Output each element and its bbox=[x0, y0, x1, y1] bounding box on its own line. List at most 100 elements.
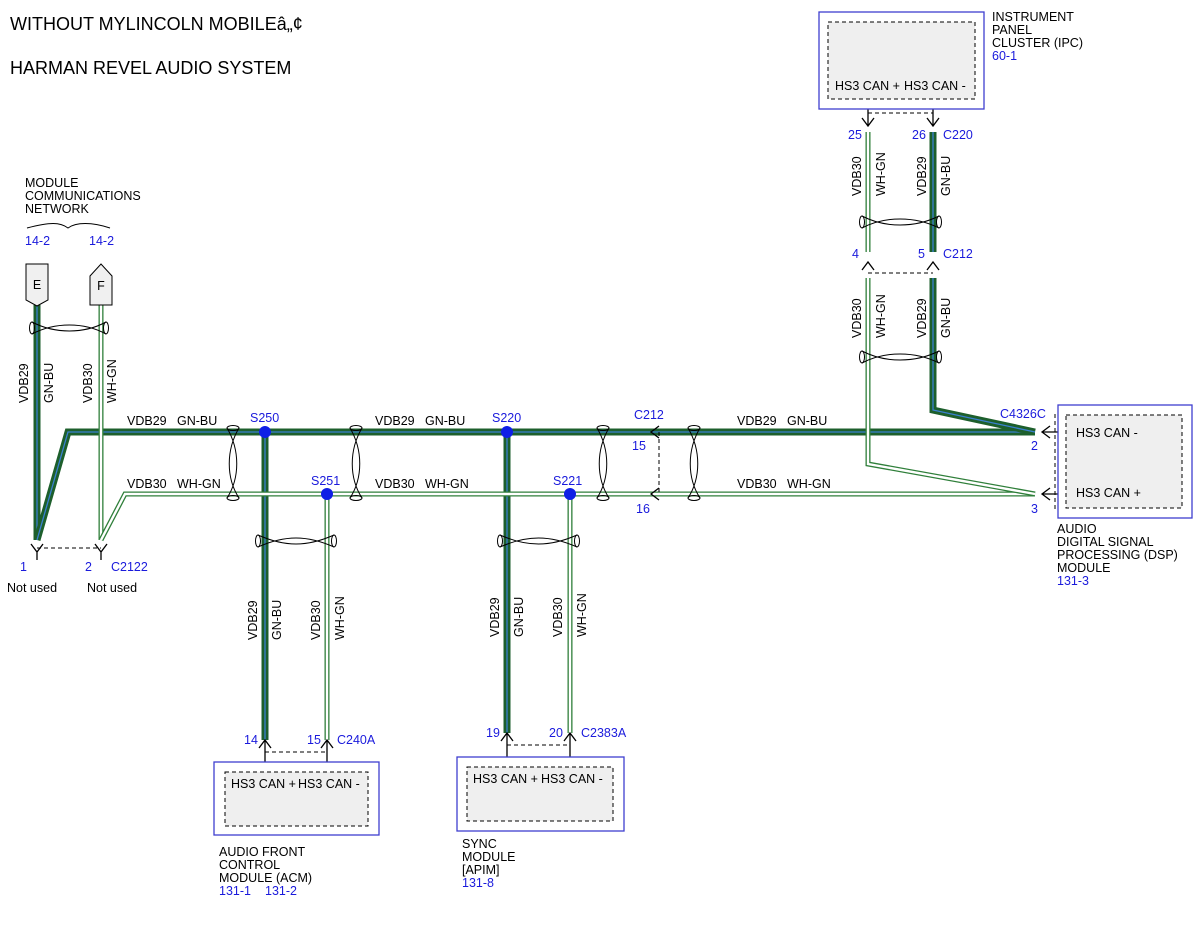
network-wire-e-color: GN-BU bbox=[42, 363, 56, 403]
splice-s250-label: S250 bbox=[250, 411, 279, 425]
c240a-pin15: 15 bbox=[307, 733, 321, 747]
bus-minus-color-1: WH-GN bbox=[177, 477, 221, 491]
acm-ref-2[interactable]: 131-2 bbox=[265, 884, 297, 898]
sync-pin-plus-label: HS3 CAN + bbox=[473, 772, 538, 786]
arrow-c2122-pin2 bbox=[94, 543, 108, 560]
network-ref-f[interactable]: 14-2 bbox=[89, 234, 114, 248]
wire-whgn-ipc-lower[interactable] bbox=[865, 278, 1036, 497]
connector-f-label: F bbox=[97, 279, 105, 293]
acm-wire-left-color: GN-BU bbox=[270, 600, 284, 640]
bus-minus-circuit-3: VDB30 bbox=[737, 477, 777, 491]
splice-s220-label: S220 bbox=[492, 411, 521, 425]
wire-whgn-bus[interactable] bbox=[98, 491, 1035, 542]
c212-ipc-pin5: 5 bbox=[918, 247, 925, 261]
arrow-c212-pin15 bbox=[649, 425, 660, 439]
splice-s221[interactable] bbox=[564, 488, 576, 500]
c220-pin26: 26 bbox=[912, 128, 926, 142]
twist-marker-network bbox=[29, 321, 109, 335]
diagram-title: WITHOUT MYLINCOLN MOBILEâ„¢ bbox=[10, 14, 303, 34]
splice-s220[interactable] bbox=[501, 426, 513, 438]
ipc-module[interactable]: HS3 CAN + HS3 CAN - bbox=[818, 11, 985, 110]
splice-s251[interactable] bbox=[321, 488, 333, 500]
arrow-c212-pin5 bbox=[926, 260, 940, 271]
ipc-lower-wire-left-circuit: VDB30 bbox=[850, 298, 864, 338]
bus-minus-color-3: WH-GN bbox=[787, 477, 831, 491]
gnbu-wires bbox=[33, 132, 1036, 740]
c4326c-connector[interactable]: C4326C bbox=[1000, 407, 1046, 421]
twist-marker-ipc-lower bbox=[859, 350, 942, 364]
sync-pin-minus-label: HS3 CAN - bbox=[541, 772, 603, 786]
arrow-c212-pin4 bbox=[861, 260, 875, 271]
bus-plus-circuit-3: VDB29 bbox=[737, 414, 777, 428]
c240a-pin14: 14 bbox=[244, 733, 258, 747]
twist-marker-ipc-upper bbox=[859, 215, 942, 229]
c2122-connector[interactable]: C2122 bbox=[111, 560, 148, 574]
acm-wire-right-circuit: VDB30 bbox=[309, 600, 323, 640]
c2383a-pin20: 20 bbox=[549, 726, 563, 740]
acm-ref-1[interactable]: 131-1 bbox=[219, 884, 251, 898]
bus-plus-color-1: GN-BU bbox=[177, 414, 217, 428]
c2122-pin1-note: Not used bbox=[7, 581, 57, 595]
network-label-2: COMMUNICATIONS bbox=[25, 189, 141, 203]
network-connector-e[interactable]: E bbox=[25, 263, 49, 307]
twist-marker-bus-4 bbox=[687, 425, 701, 501]
sync-wire-left-color: GN-BU bbox=[512, 597, 526, 637]
network-wire-f-circuit: VDB30 bbox=[81, 363, 95, 403]
c212-inline-connector[interactable]: C212 bbox=[634, 408, 664, 422]
dsp-module[interactable]: HS3 CAN - HS3 CAN + bbox=[1057, 404, 1193, 519]
dsp-label-1: AUDIO bbox=[1057, 522, 1097, 536]
connector-e-label: E bbox=[33, 278, 41, 292]
c220-pin25: 25 bbox=[848, 128, 862, 142]
network-ref-e[interactable]: 14-2 bbox=[25, 234, 50, 248]
dsp-label-4: MODULE bbox=[1057, 561, 1110, 575]
connector-shells bbox=[37, 112, 1056, 753]
bus-plus-circuit-1: VDB29 bbox=[127, 414, 167, 428]
dsp-ref[interactable]: 131-3 bbox=[1057, 574, 1089, 588]
acm-module[interactable]: HS3 CAN + HS3 CAN - bbox=[213, 761, 380, 836]
arrow-c212-pin16 bbox=[649, 487, 660, 501]
network-wire-f-color: WH-GN bbox=[105, 359, 119, 403]
network-connector-f[interactable]: F bbox=[89, 263, 113, 306]
c212-inline-pin16: 16 bbox=[636, 502, 650, 516]
wire-gnbu-ipc-lower[interactable] bbox=[929, 278, 1036, 436]
splice-s250[interactable] bbox=[259, 426, 271, 438]
diagram-subtitle: HARMAN REVEL AUDIO SYSTEM bbox=[10, 58, 291, 78]
splices bbox=[259, 426, 576, 500]
sync-label-2: MODULE bbox=[462, 850, 515, 864]
bus-minus-color-2: WH-GN bbox=[425, 477, 469, 491]
twist-markers bbox=[29, 215, 942, 548]
whgn-wires bbox=[98, 132, 1036, 740]
bus-plus-color-2: GN-BU bbox=[425, 414, 465, 428]
c220-connector[interactable]: C220 bbox=[943, 128, 973, 142]
ipc-upper-wire-left-color: WH-GN bbox=[874, 152, 888, 196]
acm-pin-minus-label: HS3 CAN - bbox=[298, 777, 360, 791]
bus-minus-circuit-2: VDB30 bbox=[375, 477, 415, 491]
ipc-ref[interactable]: 60-1 bbox=[992, 49, 1017, 63]
network-wire-e-circuit: VDB29 bbox=[17, 363, 31, 403]
wire-gnbu-bus[interactable] bbox=[33, 428, 1035, 541]
c2122-pin2: 2 bbox=[85, 560, 92, 574]
c2122-pin1: 1 bbox=[20, 560, 27, 574]
network-label-1: MODULE bbox=[25, 176, 78, 190]
acm-pin-plus-label: HS3 CAN + bbox=[231, 777, 296, 791]
ipc-upper-wire-left-circuit: VDB30 bbox=[850, 156, 864, 196]
sync-label-3: [APIM] bbox=[462, 863, 500, 877]
c240a-connector[interactable]: C240A bbox=[337, 733, 376, 747]
c4326c-pin3: 3 bbox=[1031, 502, 1038, 516]
sync-ref[interactable]: 131-8 bbox=[462, 876, 494, 890]
sync-module[interactable]: HS3 CAN + HS3 CAN - bbox=[456, 756, 625, 832]
bus-plus-circuit-2: VDB29 bbox=[375, 414, 415, 428]
ipc-upper-wire-right-circuit: VDB29 bbox=[915, 156, 929, 196]
c2383a-pin19: 19 bbox=[486, 726, 500, 740]
acm-label-3: MODULE (ACM) bbox=[219, 871, 312, 885]
arrow-c4326c-pin3 bbox=[1040, 487, 1058, 501]
c4326c-pin2: 2 bbox=[1031, 439, 1038, 453]
ipc-label-2: PANEL bbox=[992, 23, 1032, 37]
bus-minus-circuit-1: VDB30 bbox=[127, 477, 167, 491]
dsp-pin-plus-label: HS3 CAN + bbox=[1076, 486, 1141, 500]
twist-marker-acm bbox=[255, 534, 337, 548]
arrow-c2122-pin1 bbox=[30, 543, 44, 560]
acm-label-2: CONTROL bbox=[219, 858, 280, 872]
c2383a-connector[interactable]: C2383A bbox=[581, 726, 627, 740]
c212-ipc-connector[interactable]: C212 bbox=[943, 247, 973, 261]
